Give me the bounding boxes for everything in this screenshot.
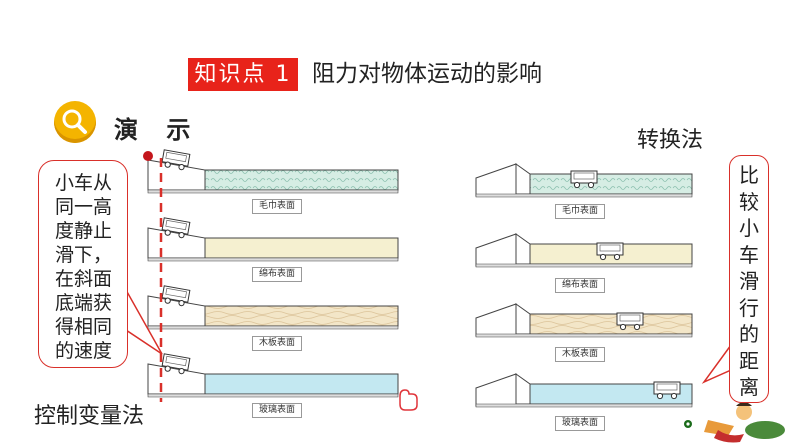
surface-label-towel-right: 毛巾表面 [555,204,606,219]
note-char: 的 [739,322,759,346]
note-char: 较 [739,189,759,214]
right-setup-glass [475,373,693,408]
demo-label: 演 示 [114,116,201,144]
note-line: 滑下， [55,244,113,266]
conversion-method-label: 转换法 [637,128,704,153]
note-char: 比 [739,163,759,187]
note-line: 小车从 [55,172,113,194]
note-line: 的速度 [55,340,113,362]
note-char: 离 [739,375,759,399]
left-setup-towel [147,149,399,194]
surface-label-towel-left: 毛巾表面 [252,199,303,214]
page-title: 阻力对物体运动的影响 [312,61,542,87]
surface-label-glass-left: 玻璃表面 [252,403,303,418]
note-char: 行 [739,295,759,320]
left-setup-cloth [147,217,399,262]
surface-label-wood-left: 木板表面 [252,336,303,351]
note-char: 距 [739,348,759,373]
magnifier-icon [54,101,96,143]
same-speed-note: 小车从 同一高 度静止 滑下， 在斜面 底端获 得相同 的速度 [38,160,128,368]
controlled-variable-label: 控制变量法 [34,404,145,429]
surface-label-cloth-left: 绵布表面 [252,267,303,282]
right-setup-cloth [475,233,693,268]
note-line: 同一高 [55,196,113,218]
note-char: 小 [739,216,759,240]
surface-label-wood-right: 木板表面 [555,347,606,362]
right-setup-towel [475,163,693,198]
start-marker [143,151,153,161]
left-setup-wood [147,285,399,330]
note-line: 在斜面 [55,268,113,290]
note-char: 滑 [739,269,759,293]
compare-distance-note: 比 较 小 车 滑 行 的 距 离 [729,155,769,403]
right-note-pointer [701,342,732,384]
pointing-hand-icon [399,389,418,411]
note-line: 得相同 [55,316,113,338]
surface-label-cloth-right: 绵布表面 [555,278,606,293]
knowledge-point-badge: 知识点 1 [188,58,298,91]
right-setup-wood [475,303,693,338]
note-line: 度静止 [55,220,113,242]
surface-label-glass-right: 玻璃表面 [555,416,606,431]
note-char: 车 [739,242,759,267]
left-setup-glass [147,353,399,398]
note-line: 底端获 [55,292,113,314]
reading-child-illustration-icon [684,402,785,443]
